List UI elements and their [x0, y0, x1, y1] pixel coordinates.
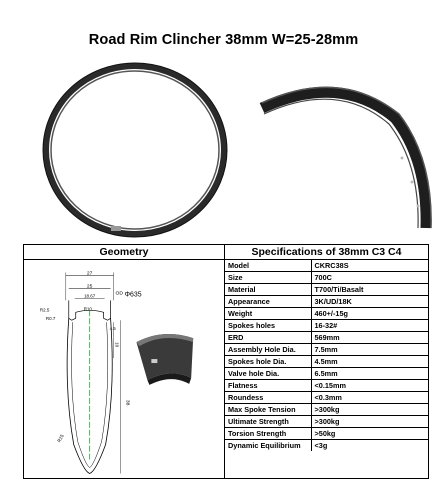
- spec-row: Assembly Hole Dia.7.5mm: [225, 343, 428, 356]
- rim-section-3d-icon: [136, 334, 194, 385]
- spec-label: Max Spoke Tension: [225, 403, 312, 416]
- spec-label: Spokes holes: [225, 319, 312, 332]
- spec-value: 16-32#: [311, 319, 428, 332]
- spec-row: Spokes hole Dia.4.5mm: [225, 355, 428, 368]
- spec-value: 6.5mm: [311, 367, 428, 380]
- spec-label: Model: [225, 260, 312, 272]
- spec-value: >300kg: [311, 415, 428, 428]
- inner-width-label: 25: [87, 283, 93, 289]
- spec-label: ERD: [225, 331, 312, 344]
- rim-closeup-image: [259, 86, 432, 229]
- geometry-header: Geometry: [24, 245, 225, 260]
- depth-45-label: 4.5: [110, 326, 117, 331]
- spec-label: Roundess: [225, 391, 312, 404]
- spec-label: Dynamic Equilibrium: [225, 439, 312, 451]
- spec-label: Assembly Hole Dia.: [225, 343, 312, 356]
- r25-label: R2.5: [40, 307, 50, 312]
- spec-table: Geometry Specifications of 38mm C3 C4 27…: [23, 244, 429, 479]
- spec-label: Size: [225, 271, 312, 284]
- spec-value: 3K/UD/18K: [311, 295, 428, 308]
- geometry-diagram: 27 25 18.67 OD Φ635 R2.5 R0.7 R10 38 10 …: [40, 260, 225, 478]
- specs-header: Specifications of 38mm C3 C4: [225, 245, 428, 260]
- spec-value: 7.5mm: [311, 343, 428, 356]
- spec-row: Flatness<0.15mm: [225, 379, 428, 392]
- spec-value: CKRC38S: [311, 260, 428, 272]
- r10-label: R10: [84, 306, 93, 311]
- spec-label: Flatness: [225, 379, 312, 392]
- outer-width-label: 27: [87, 270, 93, 276]
- spec-value: <0.3mm: [311, 391, 428, 404]
- spec-value: >300kg: [311, 403, 428, 416]
- rim-depth-label: 38: [124, 400, 130, 406]
- spec-label: Ultimate Strength: [225, 415, 312, 428]
- od-value-label: Φ635: [124, 291, 141, 298]
- spec-label: Torsion Strength: [225, 427, 312, 440]
- spec-row: Torsion Strength>50kg: [225, 427, 428, 440]
- spec-value: 460+/-15g: [311, 307, 428, 320]
- spec-row: Valve hole Dia.6.5mm: [225, 367, 428, 380]
- spec-value: 569mm: [311, 331, 428, 344]
- hook-width-label: 18.67: [84, 293, 96, 298]
- depth-10-label: 10: [115, 342, 120, 347]
- valve-hole-icon: [111, 226, 121, 231]
- spec-label: Valve hole Dia.: [225, 367, 312, 380]
- spec-row: Dynamic Equilibrium<3g: [225, 439, 428, 451]
- r25b-label: R25: [56, 433, 65, 443]
- spec-value: >50kg: [311, 427, 428, 440]
- spec-label: Appearance: [225, 295, 312, 308]
- full-rim-image: [42, 62, 228, 238]
- spec-value: <0.15mm: [311, 379, 428, 392]
- page-title: Road Rim Clincher 38mm W=25-28mm: [88, 32, 359, 48]
- rim-photos: [42, 62, 432, 238]
- spec-row: Ultimate Strength>300kg: [225, 415, 428, 428]
- spec-value: 4.5mm: [311, 355, 428, 368]
- spec-row: Max Spoke Tension>300kg: [225, 403, 428, 416]
- r07-label: R0.7: [46, 316, 56, 321]
- spec-label: Material: [225, 283, 312, 296]
- spec-label: Weight: [225, 307, 312, 320]
- spec-row: Roundess<0.3mm: [225, 391, 428, 404]
- spec-value: <3g: [314, 441, 328, 450]
- spec-label: Spokes hole Dia.: [225, 355, 312, 368]
- spec-value: T700/Ti/Basalt: [311, 283, 428, 296]
- spec-value: 700C: [311, 271, 428, 284]
- od-label: OD: [116, 290, 124, 296]
